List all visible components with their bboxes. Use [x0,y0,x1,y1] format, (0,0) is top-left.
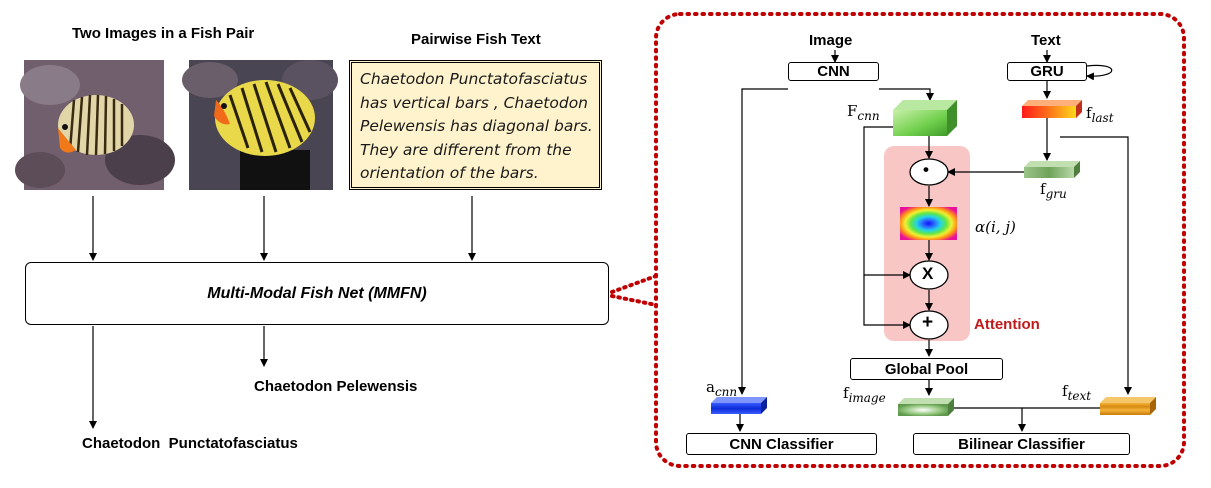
fimage-feature-bar [898,398,954,416]
fcnn-label: Fcnn [847,102,880,123]
alpha-label: α(i, j) [975,218,1016,236]
bilinear-classifier-box: Bilinear Classifier [913,433,1130,455]
global-pool-label: Global Pool [884,360,969,378]
fish-text: Chaetodon Punctatofasciatus has vertical… [360,70,593,182]
add-symbol: + [922,312,934,333]
fimage-label: fimage [843,384,886,405]
fish-text-box: Chaetodon Punctatofasciatus has vertical… [349,60,602,190]
arrow-fcnn-to-mul [863,126,911,279]
ftext-label: ftext [1062,382,1092,403]
text-input-label: Text [1031,32,1061,49]
flast-feature-bar [1022,100,1082,118]
mmfn-box: Multi-Modal Fish Net (MMFN) [25,262,609,325]
images-title: Two Images in a Fish Pair [72,25,255,42]
multiply-symbol: X [922,264,934,283]
gru-label: GRU [1030,63,1064,80]
cnn-classifier-label: CNN Classifier [729,435,834,453]
attention-label: Attention [974,316,1040,333]
fgru-feature-bar [1024,161,1080,178]
dot-symbol: • [923,160,929,179]
arrow-cnn-to-acnn [738,88,788,395]
attention-region [884,146,970,341]
dot-product-node [909,158,949,186]
acnn-label: acnn [706,378,738,399]
callout-connector [610,274,658,294]
image-input-label: Image [809,32,853,49]
arrow-fcnn-to-add [863,275,911,329]
callout-connector-lower [610,294,658,307]
arrow-fimage-to-bilinear [948,407,1026,432]
add-node [909,310,949,340]
cnn-label: CNN [817,63,850,80]
text-title: Pairwise Fish Text [411,31,541,48]
cnn-classifier-box: CNN Classifier [686,433,877,455]
multiply-node [909,260,949,290]
flast-label: flast [1086,104,1114,125]
fish-image-1 [15,60,175,190]
output-label-pelewensis: Chaetodon Pelewensis [254,378,418,395]
fgru-label: fgru [1040,180,1067,201]
mmfn-label: Multi-Modal Fish Net (MMFN) [207,284,427,302]
arrow-cnn-to-fcnn [879,88,934,101]
attention-map [900,207,957,240]
bilinear-classifier-label: Bilinear Classifier [958,435,1085,453]
global-pool-box: Global Pool [850,358,1003,380]
fcnn-feature-block [893,100,957,136]
ftext-feature-bar [1100,397,1156,415]
acnn-feature-bar [711,397,767,414]
gru-box: GRU [1007,62,1087,81]
gru-recurrent-loop [1086,64,1113,81]
cnn-box: CNN [788,62,879,81]
fish-image-2 [182,60,338,190]
arrow-flast-to-ftext [1060,136,1132,395]
output-label-punctatofasciatus: Chaetodon Punctatofasciatus [82,435,298,452]
callout-frame [654,12,1186,468]
